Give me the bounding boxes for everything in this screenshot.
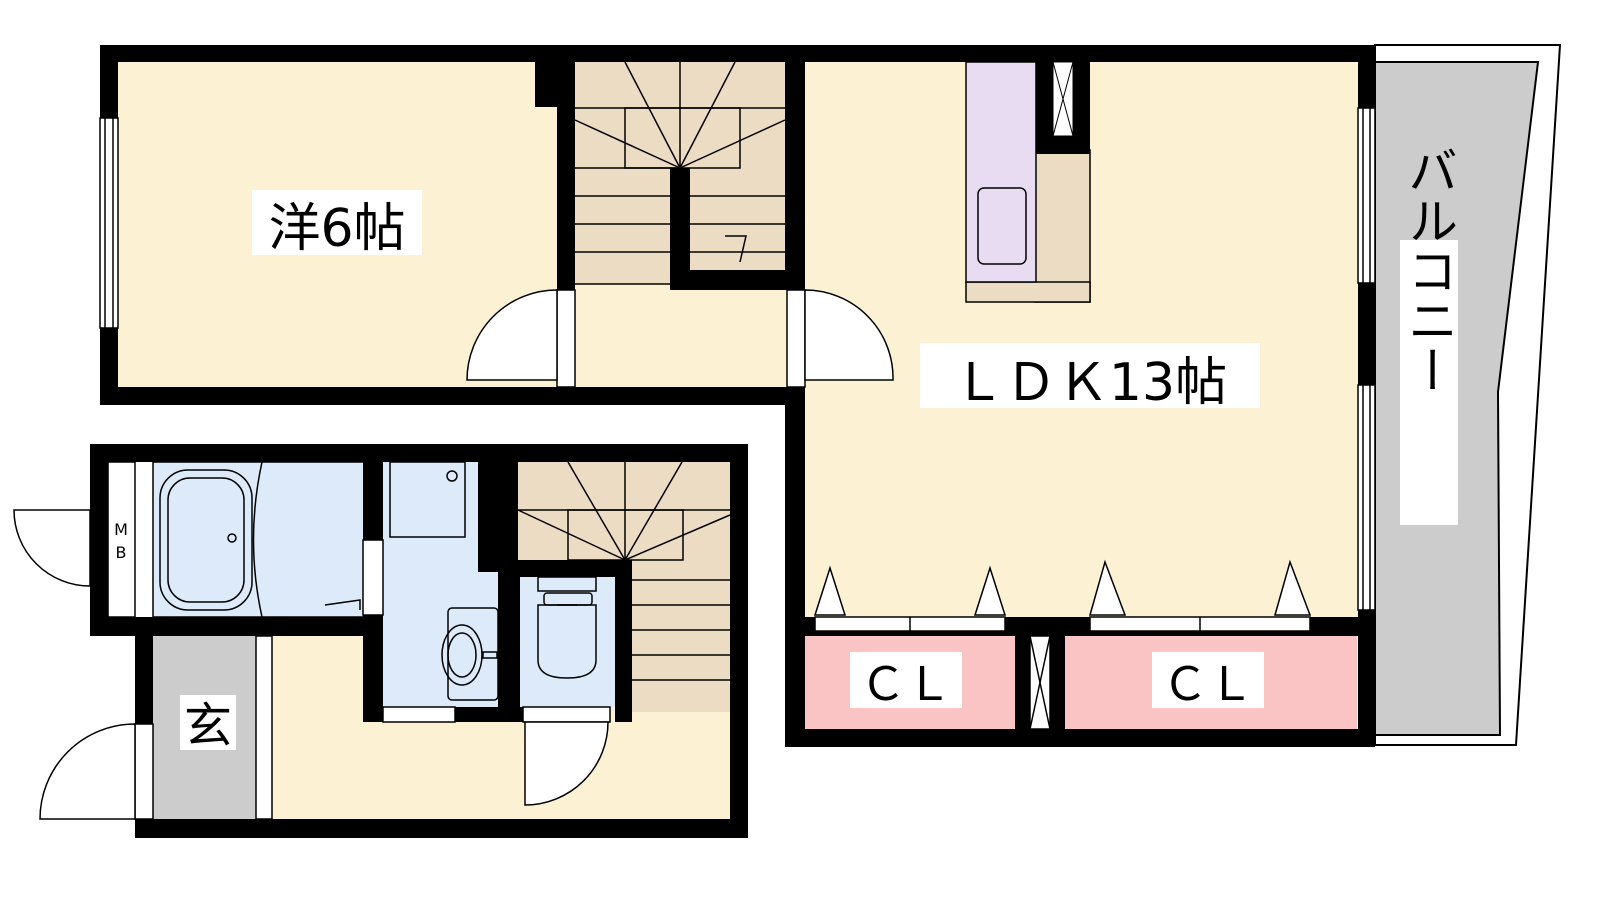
windows [99, 107, 1376, 730]
toilet-floor [520, 577, 615, 707]
washbasin [389, 461, 499, 701]
western-room-label: 洋6帖 [268, 199, 405, 259]
kitchen [965, 61, 1091, 303]
entrance-label: 玄 [184, 698, 232, 754]
labels: 洋6帖 ＬＤＫ13帖 バルコニー 玄 ＣＬ ＣＬ M B [114, 145, 1458, 754]
bathtub [152, 461, 363, 618]
meter-box-label-m: M [114, 520, 128, 539]
doors [13, 289, 894, 820]
closet-left-label: ＣＬ [860, 657, 952, 711]
closet-right-label: ＣＬ [1162, 657, 1254, 711]
lower-stairs [517, 461, 731, 712]
balcony-label: バルコニー [1400, 145, 1458, 395]
meter-box-label-b: B [116, 543, 127, 562]
ldk-label: ＬＤＫ13帖 [953, 353, 1227, 413]
sink [977, 187, 1027, 265]
closet-door-swings [813, 559, 1312, 616]
toilet [537, 576, 597, 679]
